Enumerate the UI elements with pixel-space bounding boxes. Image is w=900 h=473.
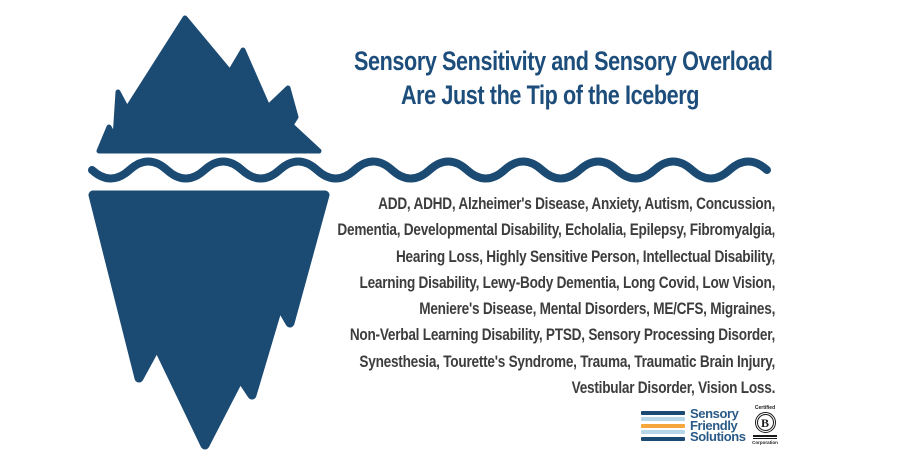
bcorp-b-letter: B	[760, 415, 769, 430]
iceberg-above-water-icon	[96, 15, 322, 154]
logo-stripe	[641, 417, 685, 422]
logo-stripes-icon	[641, 411, 685, 441]
logo-stripe	[641, 411, 685, 415]
bcorp-certification-mark: Certified B Corporation	[752, 405, 778, 446]
logo-name-line: Solutions	[690, 429, 746, 444]
bcorp-divider-line	[753, 438, 777, 439]
logo-stripe	[641, 436, 685, 441]
conditions-line: Learning Disability, Lewy-Body Dementia,…	[359, 272, 775, 292]
logo-name-line: Friendly	[690, 417, 738, 433]
bcorp-circle-b-icon: B	[754, 412, 776, 433]
title-line-2: Are Just the Tip of the Iceberg	[400, 80, 700, 110]
iceberg-underwater-icon	[88, 190, 330, 450]
conditions-line: Meniere's Disease, Mental Disorders, ME/…	[419, 299, 775, 319]
conditions-line: ADD, ADHD, Alzheimer's Disease, Anxiety,…	[378, 194, 775, 213]
logo-name-line: Sensory	[690, 406, 739, 421]
bcorp-corporation-label: Corporation	[752, 440, 778, 445]
conditions-line: Synesthesia, Tourette's Syndrome, Trauma…	[359, 351, 775, 371]
conditions-line: Non-Verbal Learning Disability, PTSD, Se…	[349, 325, 776, 345]
page-title: Sensory Sensitivity and Sensory Overload…	[354, 44, 773, 112]
conditions-line: Vestibular Disorder, Vision Loss.	[571, 378, 776, 398]
conditions-line: Hearing Loss, Highly Sensitive Person, I…	[395, 246, 775, 266]
logo-wordmark: Sensory Friendly Solutions	[690, 406, 748, 444]
conditions-line: Dementia, Developmental Disability, Echo…	[337, 220, 775, 240]
bcorp-divider-line	[753, 435, 777, 437]
conditions-list: ADD, ADHD, Alzheimer's Disease, Anxiety,…	[337, 191, 775, 401]
waterline-wave-icon	[88, 157, 771, 183]
title-line-1: Sensory Sensitivity and Sensory Overload	[354, 46, 773, 76]
logo-stripe	[641, 423, 685, 428]
logo-stripe	[641, 430, 685, 435]
sensory-friendly-solutions-logo: Sensory Friendly Solutions Certified B C…	[641, 405, 778, 446]
bcorp-certified-label: Certified	[754, 405, 776, 411]
